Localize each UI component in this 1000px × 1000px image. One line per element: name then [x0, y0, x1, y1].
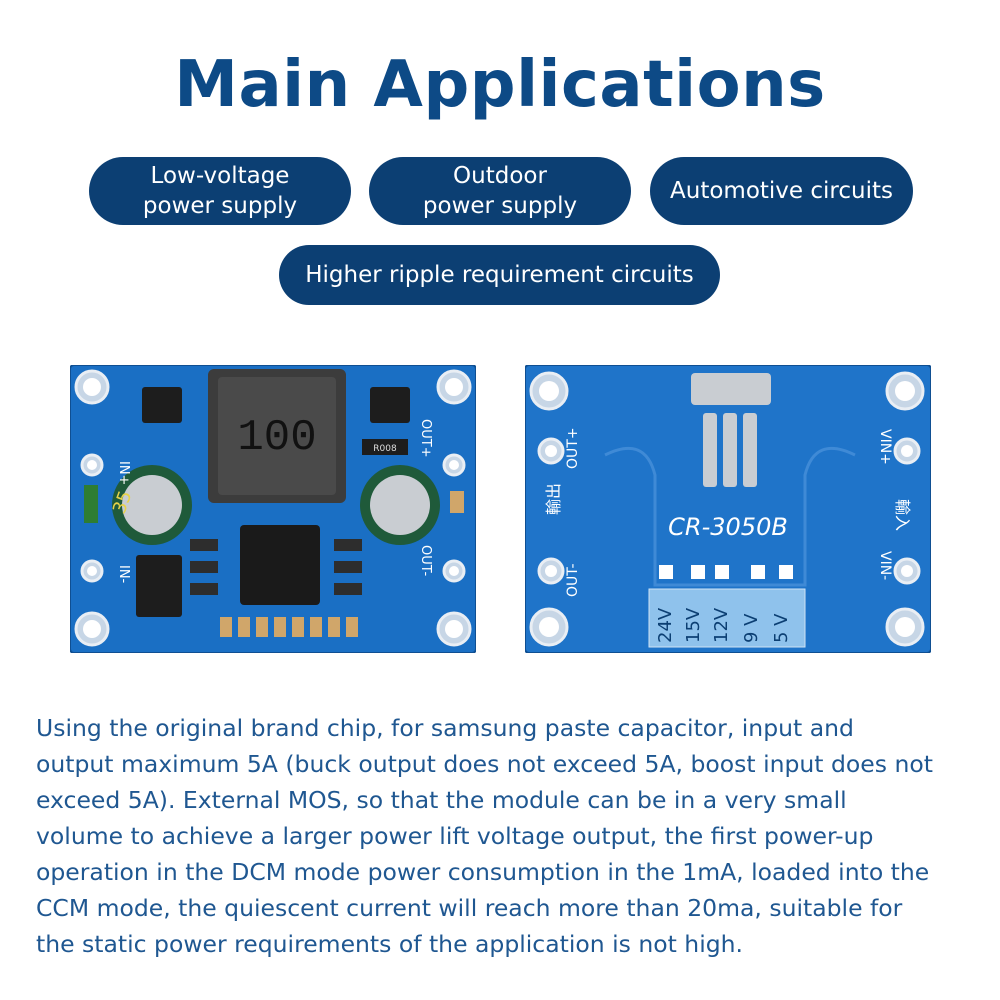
- voltage-label: 5 V: [771, 613, 792, 643]
- voltage-label: 12V: [711, 607, 732, 643]
- pill-text: power supply: [422, 193, 578, 219]
- pin-label: IN-: [116, 565, 131, 584]
- pcb-front-image: 100 R008 35 IN+ IN- OUT+ OUT-: [70, 365, 476, 653]
- pin-label: OUT-: [418, 545, 433, 576]
- page-title: Main Applications: [174, 48, 826, 122]
- resistor-code: R008: [373, 444, 397, 454]
- pill-text: Automotive circuits: [670, 178, 893, 204]
- voltage-label: 15V: [683, 607, 704, 643]
- pill-text: Outdoor: [453, 163, 547, 189]
- description-line: the static power requirements of the app…: [36, 930, 744, 958]
- pill-text: Low-voltage: [150, 163, 290, 189]
- pill-text: Higher ripple requirement circuits: [305, 262, 694, 288]
- voltage-label: 24V: [655, 607, 676, 643]
- application-pill-automotive: Automotive circuits: [650, 157, 913, 225]
- pin-label: OUT-: [565, 563, 581, 597]
- input-label: 輸入: [893, 499, 912, 531]
- pcb-back-image: CR-3050B 24V 15V 12V 9 V 5 V OUT+ OUT- V…: [525, 365, 931, 653]
- pin-label: VIN+: [877, 429, 893, 465]
- pin-label: VIN-: [877, 551, 893, 580]
- pill-text: power supply: [142, 193, 298, 219]
- application-pill-outdoor: Outdoor power supply: [369, 157, 631, 225]
- voltage-label: 9 V: [741, 613, 762, 643]
- pin-label: IN+: [116, 461, 131, 485]
- application-pill-ripple: Higher ripple requirement circuits: [279, 245, 720, 305]
- pin-label: OUT+: [418, 419, 433, 458]
- description-line: CCM mode, the quiescent current will rea…: [36, 894, 903, 922]
- model-label: CR-3050B: [668, 513, 788, 541]
- output-label: 輸出: [544, 483, 563, 515]
- description-line: output maximum 5A (buck output does not …: [36, 750, 933, 778]
- description-line: operation in the DCM mode power consumpt…: [36, 858, 930, 886]
- description: Using the original brand chip, for samsu…: [36, 710, 976, 962]
- pin-label: OUT+: [565, 427, 581, 469]
- inductor-code: 100: [237, 413, 316, 463]
- description-line: Using the original brand chip, for samsu…: [36, 714, 854, 742]
- description-line: volume to achieve a larger power lift vo…: [36, 822, 874, 850]
- application-pill-low-voltage: Low-voltage power supply: [89, 157, 351, 225]
- description-line: exceed 5A). External MOS, so that the mo…: [36, 786, 847, 814]
